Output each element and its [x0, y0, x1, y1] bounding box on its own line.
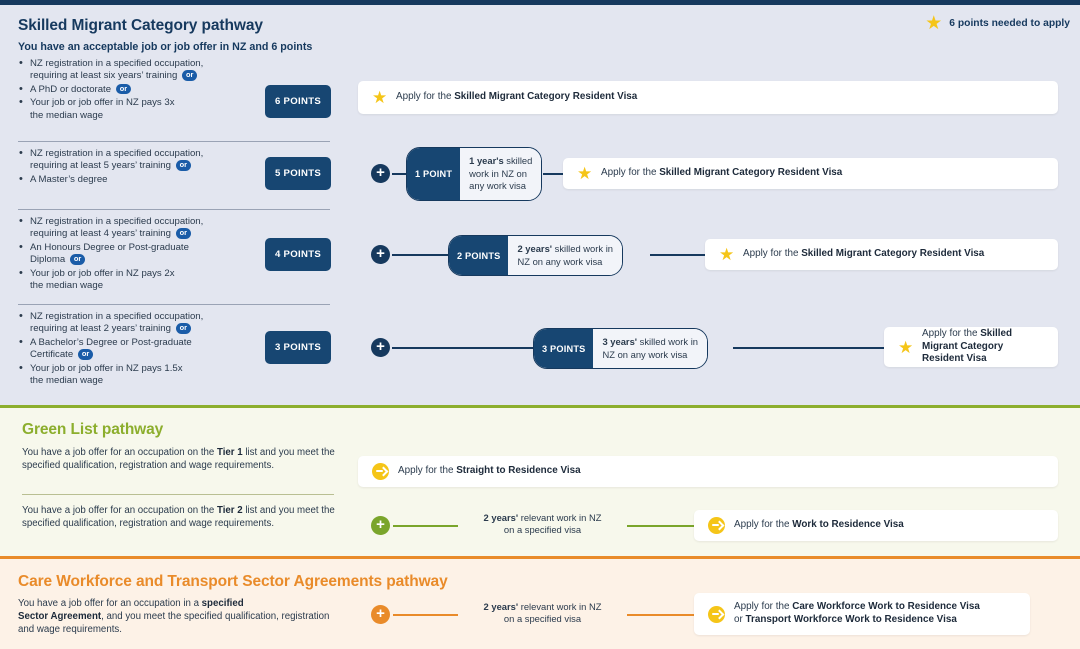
connector-line: [392, 347, 535, 349]
criteria-item: NZ registration in a specified occupatio…: [18, 57, 338, 83]
star-icon: ★: [925, 13, 943, 34]
green-list-title: Green List pathway: [22, 421, 164, 438]
criteria-divider: [18, 141, 330, 142]
apply-label: Apply for the Care Workforce Work to Res…: [734, 601, 980, 625]
apply-label: Apply for the Work to Residence Visa: [734, 519, 904, 531]
plus-circle-icon: +: [371, 338, 390, 357]
star-icon: ★: [898, 337, 914, 357]
criteria-divider: [18, 304, 330, 305]
criteria-item: A Bachelor’s Degree or Post-graduateCert…: [18, 336, 338, 362]
criteria-item: A PhD or doctorate or: [18, 83, 338, 96]
green-tier2-description: You have a job offer for an occupation o…: [22, 505, 335, 530]
apply-label: Apply for the Straight to Residence Visa: [398, 465, 581, 477]
or-badge: or: [69, 254, 86, 265]
apply-label: Apply for the Skilled Migrant Category R…: [601, 167, 843, 179]
apply-card-3-points[interactable]: ★ Apply for the Skilled Migrant Category…: [884, 327, 1058, 367]
connector-line: [733, 347, 885, 349]
page-title: Skilled Migrant Category pathway: [18, 17, 263, 34]
top-accent-bar: [0, 0, 1080, 5]
criteria-block-5-points: NZ registration in a specified occupatio…: [18, 147, 338, 187]
points-badge-6: 6 POINTS: [265, 85, 331, 118]
apply-label: Apply for the Skilled Migrant Category R…: [743, 248, 985, 260]
points-needed-label: 6 points needed to apply: [949, 18, 1070, 29]
connector-line: [543, 173, 563, 175]
or-badge: or: [175, 228, 192, 239]
step-points-label: 2 POINTS: [449, 236, 509, 275]
criteria-item: NZ registration in a specified occupatio…: [18, 310, 338, 336]
arrow-circle-icon: [372, 463, 389, 480]
points-badge-3: 3 POINTS: [265, 331, 331, 364]
criteria-item: An Honours Degree or Post-graduateDiplom…: [18, 241, 338, 267]
criteria-item: A Master’s degree: [18, 173, 338, 186]
points-badge-5: 5 POINTS: [265, 157, 331, 190]
step-points-label: 3 POINTS: [534, 329, 594, 368]
or-badge: or: [77, 349, 94, 360]
connector-line: [650, 254, 705, 256]
apply-card-care-transport[interactable]: Apply for the Care Workforce Work to Res…: [694, 593, 1030, 635]
connector-line: [392, 254, 450, 256]
criteria-item: Your job or job offer in NZ pays 1.5xthe…: [18, 362, 338, 388]
green-divider: [22, 494, 334, 495]
criteria-block-3-points: NZ registration in a specified occupatio…: [18, 310, 338, 388]
skilled-migrant-category-section: Skilled Migrant Category pathway You hav…: [0, 5, 1080, 405]
points-needed-badge: ★ 6 points needed to apply: [925, 13, 1070, 34]
or-badge: or: [175, 323, 192, 334]
criteria-item: NZ registration in a specified occupatio…: [18, 215, 338, 241]
apply-label: Apply for the Skilled Migrant Category R…: [396, 91, 638, 103]
connector-line: [627, 525, 694, 527]
plus-circle-icon: +: [371, 516, 390, 535]
apply-label: Apply for the Skilled Migrant Category R…: [922, 327, 1013, 365]
star-icon: ★: [719, 245, 735, 264]
green-list-section: Green List pathway You have a job offer …: [0, 405, 1080, 556]
care-workforce-title: Care Workforce and Transport Sector Agre…: [18, 573, 448, 590]
green-tier1-description: You have a job offer for an occupation o…: [22, 447, 335, 472]
plus-circle-icon: +: [371, 605, 390, 624]
criteria-divider: [18, 209, 330, 210]
plus-circle-icon: +: [371, 245, 390, 264]
or-badge: or: [175, 160, 192, 171]
criteria-item: NZ registration in a specified occupatio…: [18, 147, 338, 173]
arrow-circle-icon: [708, 605, 725, 623]
points-badge-4: 4 POINTS: [265, 238, 331, 271]
connector-line: [393, 525, 458, 527]
arrow-circle-icon: [708, 517, 725, 534]
apply-card-5-points[interactable]: ★ Apply for the Skilled Migrant Category…: [563, 158, 1058, 189]
apply-card-4-points[interactable]: ★ Apply for the Skilled Migrant Category…: [705, 239, 1058, 270]
apply-card-straight-to-residence[interactable]: Apply for the Straight to Residence Visa: [358, 456, 1058, 487]
or-badge: or: [182, 70, 198, 81]
star-icon: ★: [372, 88, 388, 107]
criteria-block-4-points: NZ registration in a specified occupatio…: [18, 215, 338, 293]
or-badge: or: [115, 83, 132, 95]
apply-card-6-points[interactable]: ★ Apply for the Skilled Migrant Category…: [358, 81, 1058, 114]
connector-line: [627, 614, 694, 616]
care-workforce-section: Care Workforce and Transport Sector Agre…: [0, 556, 1080, 649]
plus-circle-icon: +: [371, 164, 390, 183]
star-icon: ★: [577, 164, 593, 183]
apply-card-work-to-residence[interactable]: Apply for the Work to Residence Visa: [694, 510, 1058, 541]
connector-line: [392, 173, 408, 175]
step-points-label: 1 POINT: [407, 148, 461, 200]
criteria-block-6-points: NZ registration in a specified occupatio…: [18, 57, 338, 123]
smc-subheading: You have an acceptable job or job offer …: [18, 41, 313, 53]
care-description: You have a job offer for an occupation i…: [18, 598, 330, 636]
connector-line: [393, 614, 458, 616]
